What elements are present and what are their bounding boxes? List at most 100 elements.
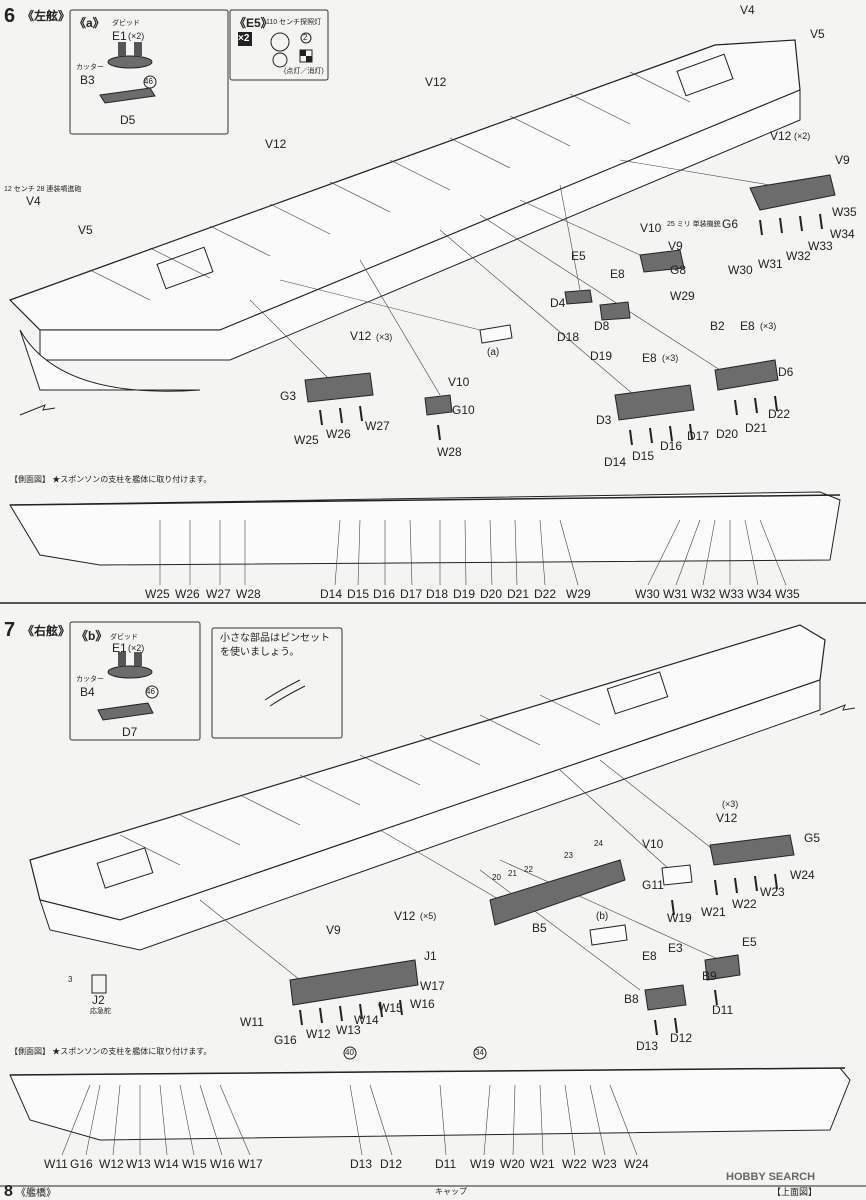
part-g10 xyxy=(424,394,453,416)
label-d21: D21 xyxy=(745,421,768,435)
part-g5 xyxy=(709,834,795,866)
bottom-label-w12: W12 xyxy=(99,1157,124,1171)
label-b5: B5 xyxy=(532,921,547,935)
bottom-label-w16: W16 xyxy=(210,1157,235,1171)
bottom-label-w28: W28 xyxy=(236,587,261,601)
label-w33: W33 xyxy=(808,239,833,253)
inset-e5-note: (点灯／消灯) xyxy=(284,68,324,75)
part-d6 xyxy=(714,359,779,391)
label-b-mark: (b) xyxy=(596,911,609,922)
part-d8 xyxy=(599,301,631,321)
inset-e5-2: 2 xyxy=(303,33,308,42)
part-g6 xyxy=(749,174,836,211)
bottom-label-d20: D20 xyxy=(480,587,503,601)
part-g8 xyxy=(639,249,685,273)
step8-cap: キャップ xyxy=(435,1187,467,1196)
bottom-label-d15: D15 xyxy=(347,587,370,601)
part-g3 xyxy=(304,372,374,403)
label-v12-b: V12 xyxy=(265,137,287,151)
inset-b-b4: B4 xyxy=(80,685,95,699)
label-x3-b: (×3) xyxy=(760,321,777,331)
part-j2 xyxy=(91,974,107,994)
inset-b-e1: E1 xyxy=(112,641,127,655)
label-v12-x2: V12 xyxy=(770,129,792,143)
bottom-label-d22: D22 xyxy=(534,587,557,601)
label-d15: D15 xyxy=(632,449,655,463)
label-d13: D13 xyxy=(636,1039,659,1053)
label-v5-top: V5 xyxy=(810,27,825,41)
step7-side-note: 【側面図】 ★スポンソンの支柱を艦体に取り付けます。 xyxy=(10,1047,212,1056)
label-m23: 23 xyxy=(564,851,573,860)
label-m20: 20 xyxy=(492,873,501,882)
inset-b-46: 46 xyxy=(146,687,155,696)
label-g16: G16 xyxy=(274,1033,297,1047)
label-v10-a: V10 xyxy=(640,221,662,235)
label-e8-c: E8 xyxy=(642,351,657,365)
bottom-label-w30: W30 xyxy=(635,587,660,601)
bottom-label-w13: W13 xyxy=(126,1157,151,1171)
label-v5-left: V5 xyxy=(78,223,93,237)
label-v4-left: V4 xyxy=(26,194,41,208)
part-d4 xyxy=(564,289,593,305)
bottom-label-d13: D13 xyxy=(350,1157,373,1171)
step8-upper: 【上面図】 xyxy=(772,1187,818,1197)
label-d4: D4 xyxy=(550,296,566,310)
side-view-starboard xyxy=(9,1067,851,1141)
bottom-label-w22: W22 xyxy=(562,1157,587,1171)
label-d17: D17 xyxy=(687,429,710,443)
label-v4-top: V4 xyxy=(740,3,755,17)
bottom-label-w19: W19 xyxy=(470,1157,495,1171)
label-w25: W25 xyxy=(294,433,319,447)
bottom-label-w11: W11 xyxy=(44,1157,68,1171)
label-e5: E5 xyxy=(571,249,586,263)
step8-number: 8 xyxy=(4,1183,13,1200)
label-v12-x3: V12 xyxy=(350,329,372,343)
bottom-label-d19: D19 xyxy=(453,587,476,601)
label-a-mark: (a) xyxy=(487,347,500,358)
label-w30: W30 xyxy=(728,263,753,277)
inset-a-cutter: カッター xyxy=(76,64,104,71)
label-v12-a-s7: V12 xyxy=(716,811,738,825)
label-w16: W16 xyxy=(410,997,435,1011)
label-d8: D8 xyxy=(594,319,610,333)
label-d20: D20 xyxy=(716,427,739,441)
label-w13: W13 xyxy=(336,1023,361,1037)
bottom-label-w15: W15 xyxy=(182,1157,207,1171)
label-j1: J1 xyxy=(424,949,437,963)
label-g3: G3 xyxy=(280,389,297,403)
bottom-label-d16: D16 xyxy=(373,587,396,601)
step6-number: 6 xyxy=(4,5,16,27)
part-a-assembly xyxy=(479,324,513,344)
inset-b-d7: D7 xyxy=(122,725,138,739)
part-g11 xyxy=(661,864,693,886)
label-g5: G5 xyxy=(804,831,821,845)
bottom-label-w21: W21 xyxy=(530,1157,555,1171)
label-d18: D18 xyxy=(557,330,580,344)
label-b2: B2 xyxy=(710,319,725,333)
label-d14: D14 xyxy=(604,455,627,469)
label-g8: G8 xyxy=(670,263,687,277)
label-m34: 34 xyxy=(475,1048,484,1057)
bottom-label-w24: W24 xyxy=(624,1157,649,1171)
label-g6: G6 xyxy=(722,217,739,231)
bottom-label-w35: W35 xyxy=(775,587,800,601)
inset-a-title: 《a》 xyxy=(74,16,105,30)
label-d22: D22 xyxy=(768,407,791,421)
bottom-label-w33: W33 xyxy=(719,587,744,601)
label-v12-b-s7: V12 xyxy=(394,909,416,923)
tip-frame xyxy=(211,627,343,739)
step7-number: 7 xyxy=(4,619,16,641)
label-w11: W11 xyxy=(240,1015,264,1029)
label-w24: W24 xyxy=(790,868,815,882)
bottom-label-d11: D11 xyxy=(435,1157,457,1171)
bottom-label-d18: D18 xyxy=(426,587,449,601)
label-d6: D6 xyxy=(778,365,794,379)
label-w29: W29 xyxy=(670,289,695,303)
bottom-label-w31: W31 xyxy=(663,587,688,601)
label-e3: E3 xyxy=(668,941,683,955)
label-w26: W26 xyxy=(326,427,351,441)
step6-side-note: 【側面図】 ★スポンソンの支柱を艦体に取り付けます。 xyxy=(10,475,212,484)
label-v9-a: V9 xyxy=(835,153,850,167)
label-e8-a: E8 xyxy=(610,267,625,281)
label-w22: W22 xyxy=(732,897,757,911)
